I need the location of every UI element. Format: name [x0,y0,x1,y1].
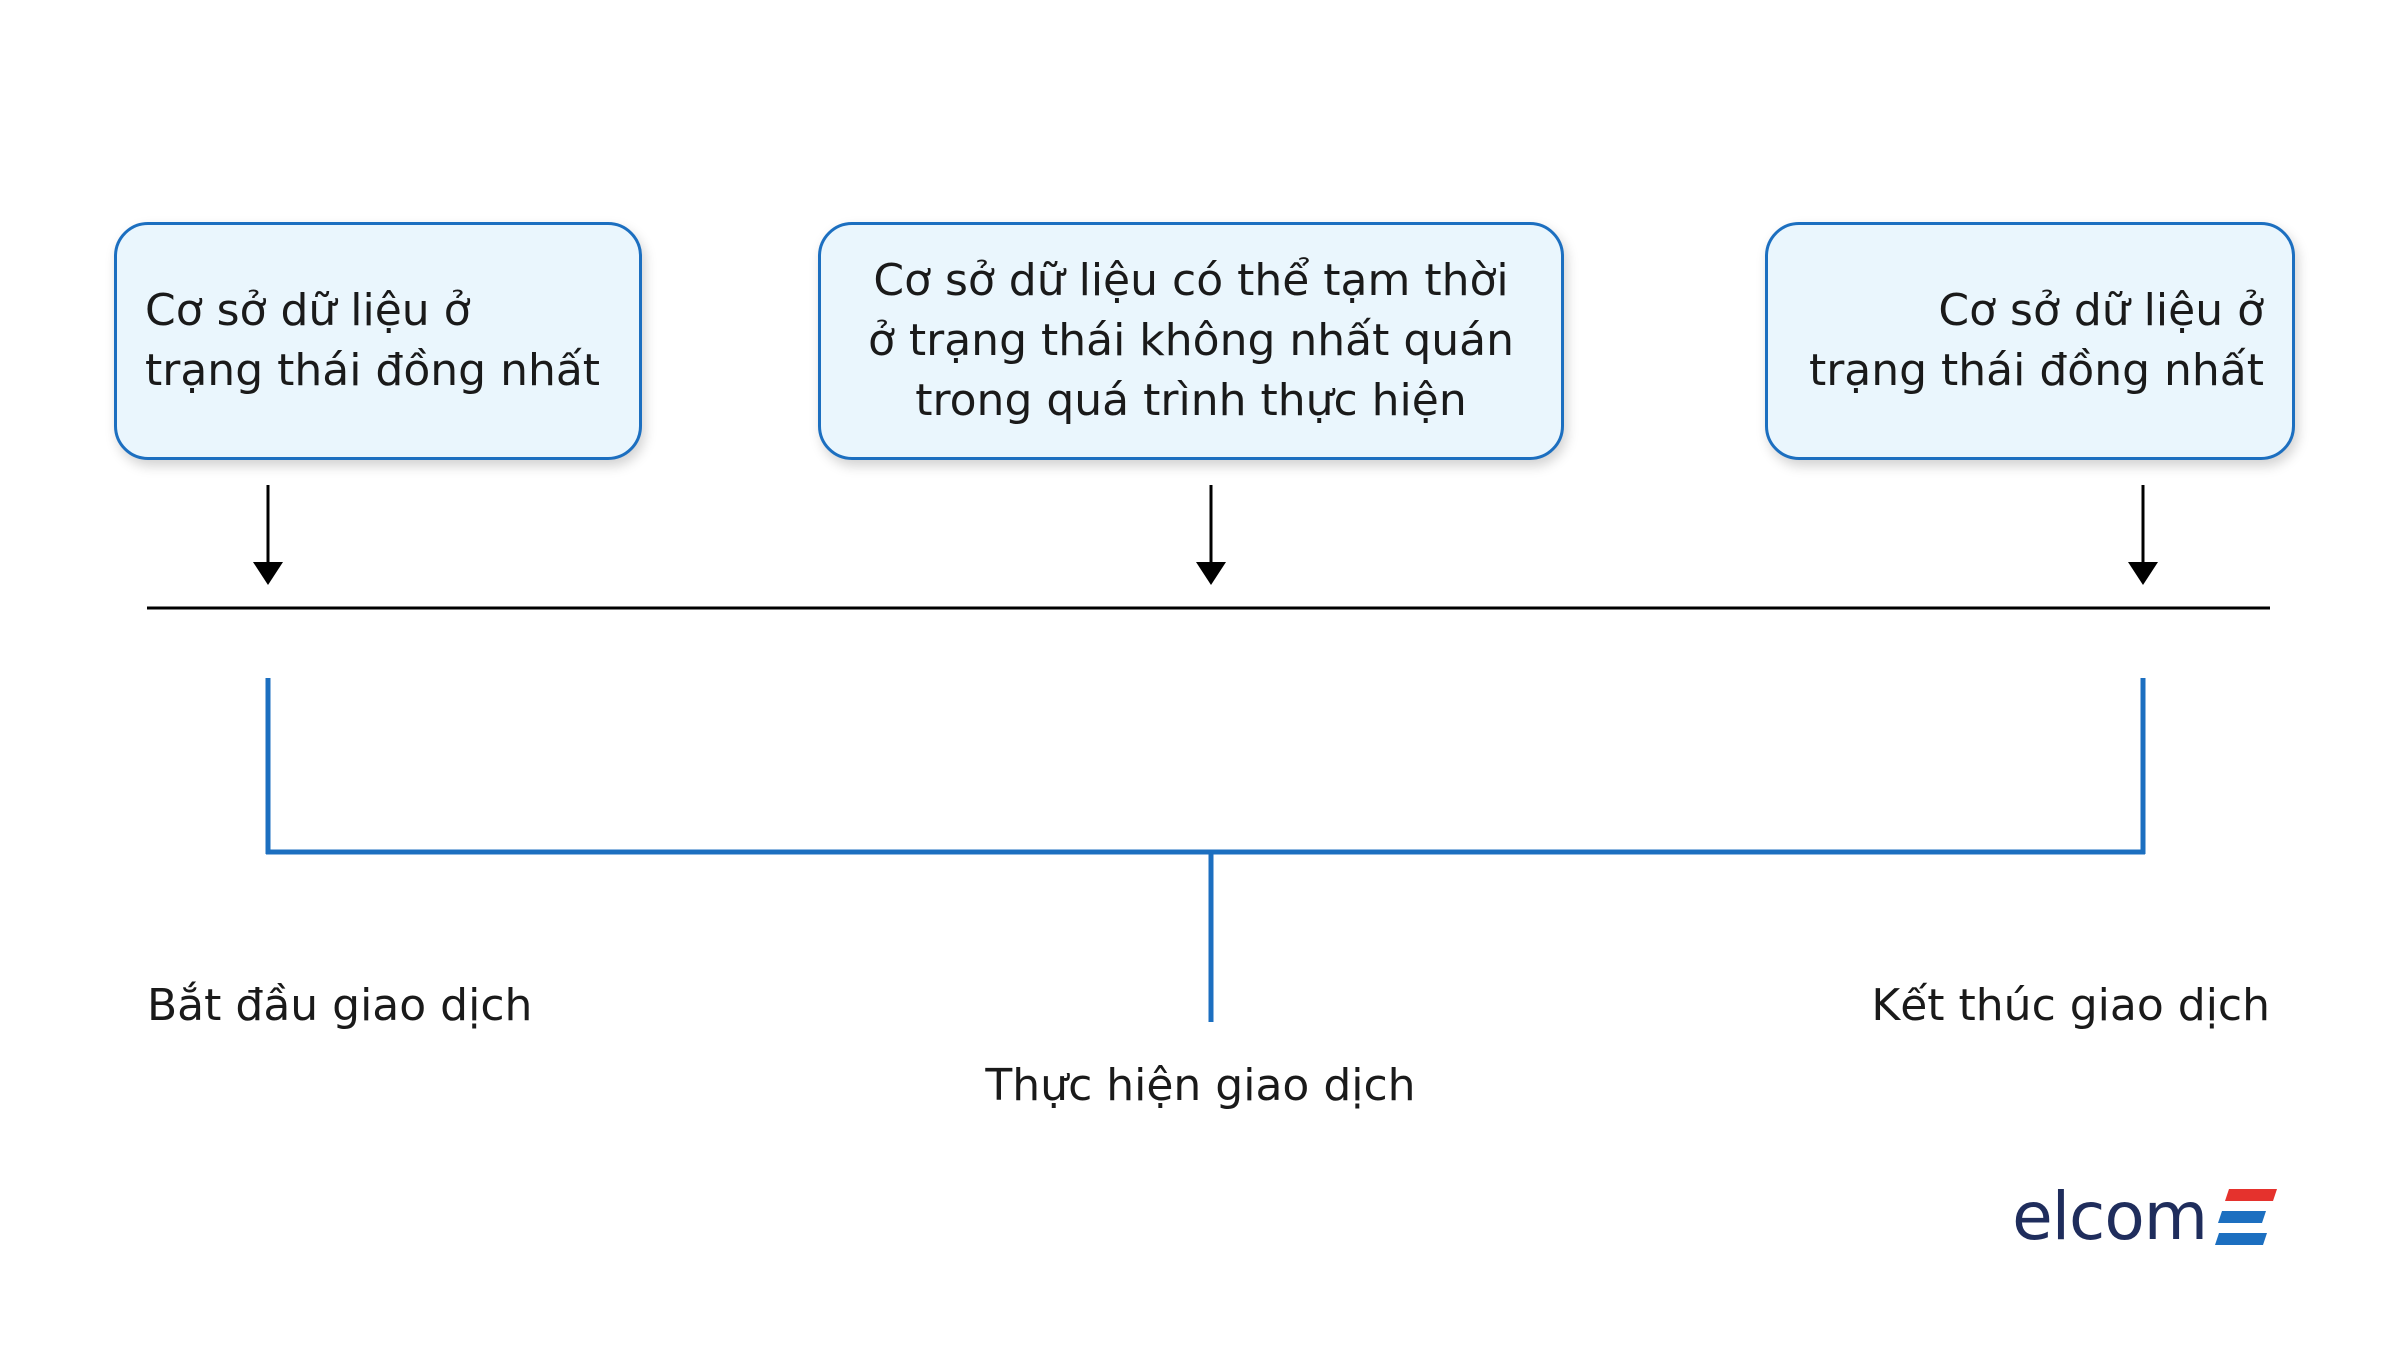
logo-text: elcom [2012,1178,2208,1255]
box-middle-line-2: ở trạng thái không nhất quán [867,315,1515,366]
label-transaction-end: Kết thúc giao dịch [1871,980,2270,1031]
state-box-middle: Cơ sở dữ liệu có thể tạm thời ở trạng th… [818,222,1564,460]
box-end-line-1: Cơ sở dữ liệu ở [1938,285,2264,336]
arrow-end [2128,485,2158,585]
elcom-logo: elcom [2012,1178,2277,1255]
box-middle-line-1: Cơ sở dữ liệu có thể tạm thời [873,255,1509,306]
state-box-start: Cơ sở dữ liệu ở trạng thái đồng nhất [114,222,642,460]
elcom-e-mark-icon [2215,1188,2277,1245]
box-start-line-2: trạng thái đồng nhất [145,345,601,396]
box-start-line-1: Cơ sở dữ liệu ở [145,285,471,336]
box-middle-line-3: trong quá trình thực hiện [915,375,1467,426]
transaction-bracket [265,678,2146,1022]
box-end-line-2: trạng thái đồng nhất [1808,345,2264,396]
state-box-end: Cơ sở dữ liệu ở trạng thái đồng nhất [1765,222,2295,460]
label-transaction-execution: Thực hiện giao dịch [985,1060,1416,1111]
arrow-start [253,485,283,585]
arrow-middle [1196,485,1226,585]
label-transaction-start: Bắt đầu giao dịch [147,980,533,1031]
